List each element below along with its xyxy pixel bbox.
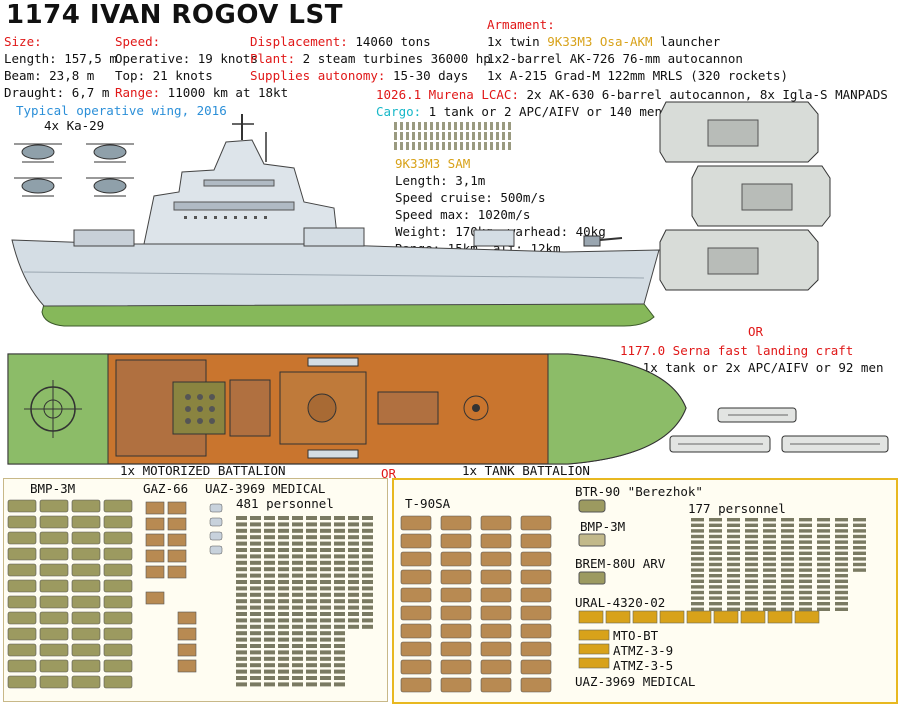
armament-line-1a: 1x twin bbox=[487, 34, 548, 49]
wing-count: 4x Ka-29 bbox=[44, 118, 105, 133]
or-label-2: OR bbox=[381, 466, 397, 481]
serna-cargo-value: 1x tank or 2x APC/AIFV or 92 men bbox=[635, 360, 884, 375]
draught-spec: Draught: 6,7 m bbox=[4, 85, 110, 100]
lcac-craft-icon bbox=[659, 101, 831, 291]
atmz35-label: ATMZ-3-5 bbox=[613, 658, 674, 673]
tank-personnel: 177 personnel bbox=[688, 501, 786, 516]
bmp3m-label: BMP-3M bbox=[30, 481, 76, 496]
displacement-label: Displacement: bbox=[250, 34, 348, 49]
armament-line-2: 1x2-barrel AK-726 76-mm autocannon bbox=[487, 51, 743, 66]
beam-spec: Beam: 23,8 m bbox=[4, 68, 95, 83]
lcac-value: 2x AK-630 6-barrel autocannon, 8x Igla-S… bbox=[519, 87, 888, 102]
operative-speed: Operative: 19 knots bbox=[115, 51, 258, 66]
motorized-personnel: 481 personnel bbox=[236, 496, 334, 511]
supplies-spec: Supplies autonomy: 15-30 days bbox=[250, 68, 468, 83]
range-value: 11000 km at 18kt bbox=[160, 85, 289, 100]
wing-title: Typical operative wing, 2016 bbox=[16, 103, 227, 118]
gaz66-label: GAZ-66 bbox=[143, 481, 189, 496]
lcac-cargo-label: Cargo: bbox=[376, 104, 422, 119]
sam-length: Length: 3,1m bbox=[395, 173, 486, 188]
brem-label: BREM-80U ARV bbox=[575, 556, 666, 571]
lcac-line: 1026.1 Murena LCAC: 2x AK-630 6-barrel a… bbox=[376, 87, 888, 102]
sam-speed-cruise: Speed cruise: 500m/s bbox=[395, 190, 546, 205]
supplies-value: 15-30 days bbox=[385, 68, 469, 83]
mto-label: MTO-BT bbox=[613, 628, 659, 643]
missile-rack-icon bbox=[394, 122, 511, 150]
armament-line-1: 1x twin 9K33M3 Osa-AKM launcher bbox=[487, 34, 720, 49]
plant-spec: Plant: 2 steam turbines 36000 hp bbox=[250, 51, 491, 66]
or-label-1: OR bbox=[748, 324, 764, 339]
tank-uaz-medical-label: UAZ-3969 MEDICAL bbox=[575, 674, 696, 689]
osa-akm-name: 9K33M3 Osa-AKM bbox=[547, 34, 653, 49]
motorized-battalion-label: 1x MOTORIZED BATTALION bbox=[120, 463, 286, 478]
tank-battalion-panel bbox=[392, 478, 898, 704]
serna-craft-icon bbox=[669, 407, 889, 453]
plant-value: 2 steam turbines 36000 hp bbox=[295, 51, 491, 66]
lcac-label: 1026.1 Murena LCAC: bbox=[376, 87, 519, 102]
armament-line-3: 1x A-215 Grad-M 122mm MRLS (320 rockets) bbox=[487, 68, 789, 83]
speed-label: Speed: bbox=[115, 34, 161, 49]
tank-bmp3m-label: BMP-3M bbox=[580, 519, 626, 534]
sam-title: 9K33M3 SAM bbox=[395, 156, 471, 171]
motorized-units-icon bbox=[7, 499, 373, 689]
uaz-medical-label: UAZ-3969 MEDICAL bbox=[205, 481, 326, 496]
atmz39-label: ATMZ-3-9 bbox=[613, 643, 674, 658]
btr90-label: BTR-90 "Berezhok" bbox=[575, 484, 703, 499]
size-label: Size: bbox=[4, 34, 42, 49]
tank-battalion-label: 1x TANK BATTALION bbox=[462, 463, 590, 478]
page-title: 1174 IVAN ROGOV LST bbox=[6, 0, 343, 30]
ship-side-profile-icon bbox=[11, 114, 660, 327]
t90sa-label: T-90SA bbox=[405, 496, 451, 511]
ship-deck-plan-icon bbox=[7, 353, 687, 465]
sam-speed-max: Speed max: 1020m/s bbox=[395, 207, 531, 222]
tank-units-icon bbox=[400, 499, 866, 693]
length-spec: Length: 157,5 m bbox=[4, 51, 117, 66]
displacement-value: 14060 tons bbox=[347, 34, 431, 49]
range-label: Range: bbox=[115, 85, 161, 100]
ural-label: URAL-4320-02 bbox=[575, 595, 666, 610]
range-spec: Range: 11000 km at 18kt bbox=[115, 85, 288, 100]
displacement-spec: Displacement: 14060 tons bbox=[250, 34, 431, 49]
supplies-label: Supplies autonomy: bbox=[250, 68, 386, 83]
top-speed: Top: 21 knots bbox=[115, 68, 213, 83]
serna-label: 1177.0 Serna fast landing craft bbox=[620, 343, 854, 358]
lcac-cargo: Cargo: 1 tank or 2 APC/AIFV or 140 men bbox=[376, 104, 662, 119]
armament-line-1c: launcher bbox=[652, 34, 721, 49]
armament-label: Armament: bbox=[487, 17, 555, 32]
plant-label: Plant: bbox=[250, 51, 296, 66]
lcac-cargo-value: 1 tank or 2 APC/AIFV or 140 men bbox=[421, 104, 662, 119]
ka29-helicopters-icon bbox=[14, 143, 134, 197]
